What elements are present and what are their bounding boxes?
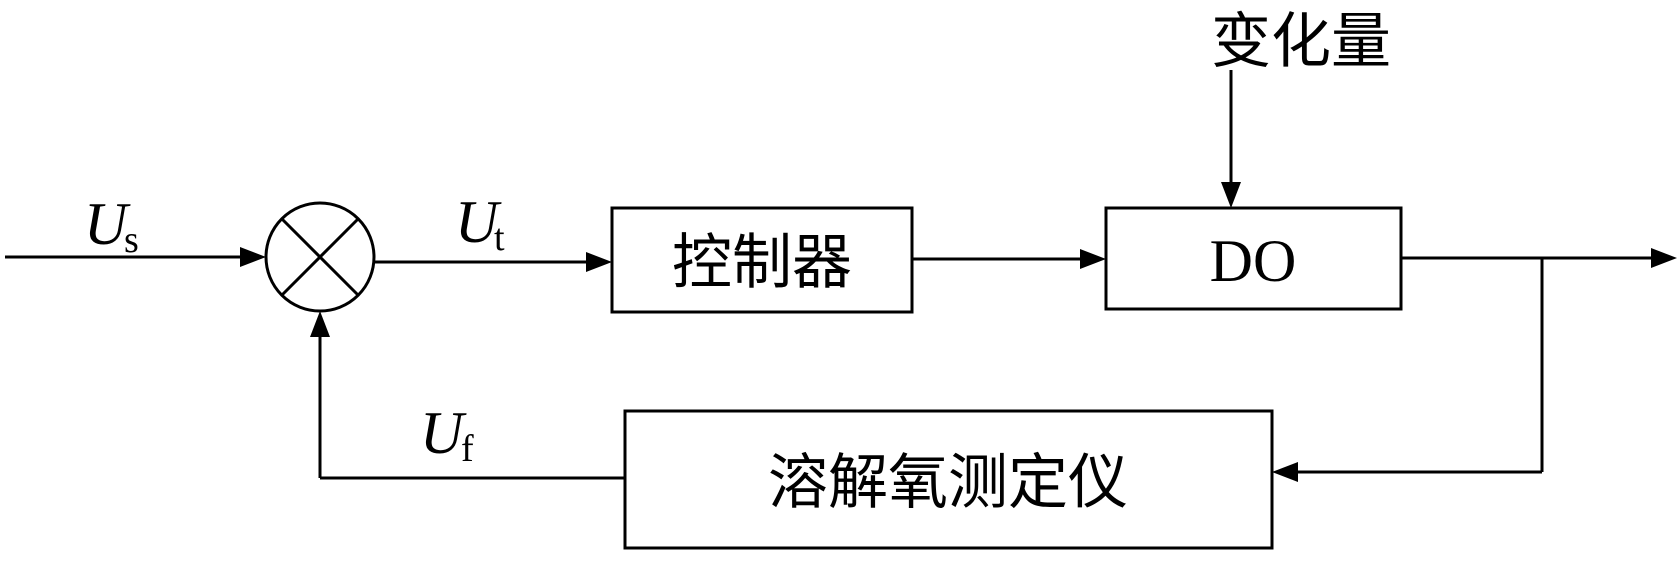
sensor-label: 溶解氧测定仪	[768, 450, 1128, 516]
error-arrow	[586, 252, 612, 272]
process-label: DO	[1210, 228, 1297, 294]
disturbance-input: 变化量	[1211, 9, 1391, 208]
summing-junction	[264, 201, 376, 313]
feedback-signal-label: U f	[420, 400, 474, 470]
error-subscript: t	[494, 217, 505, 259]
sensor-block: 溶解氧测定仪	[623, 409, 1274, 550]
feedback-to-sensor-arrow	[1272, 462, 1298, 482]
setpoint-signal-label: U s	[84, 191, 139, 261]
feedback-subscript: f	[461, 428, 474, 470]
feedback-up-arrow	[310, 311, 330, 337]
setpoint-subscript: s	[124, 219, 139, 261]
control-output-arrow	[1080, 249, 1106, 269]
controller-block: 控制器	[610, 206, 914, 314]
process-block: DO	[1104, 206, 1403, 311]
controller-label: 控制器	[672, 230, 852, 296]
feedback-symbol: U	[420, 400, 467, 466]
disturbance-label: 变化量	[1211, 9, 1391, 75]
disturbance-arrow	[1221, 182, 1241, 208]
input-arrow	[240, 247, 266, 267]
error-symbol: U	[455, 189, 502, 255]
error-signal-label: U t	[455, 189, 505, 259]
output-arrow	[1651, 248, 1677, 268]
setpoint-symbol: U	[84, 191, 131, 257]
